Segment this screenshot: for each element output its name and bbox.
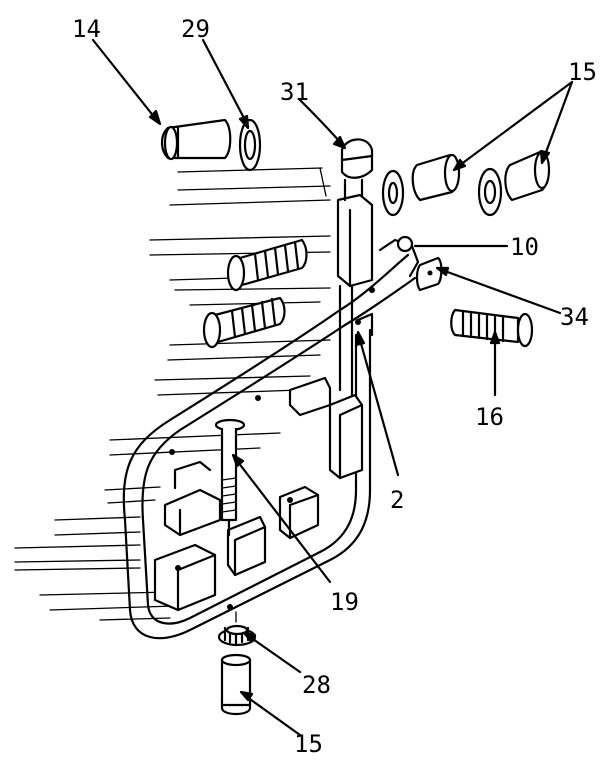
bushing-15-right <box>504 150 551 202</box>
leader-lines <box>91 38 574 737</box>
label-14: 14 <box>72 15 101 43</box>
bushing-14 <box>160 118 232 161</box>
label-2: 2 <box>390 486 404 514</box>
bolt-upper-left <box>226 238 308 292</box>
label-19: 19 <box>330 588 359 616</box>
bushing-15-left <box>411 153 461 202</box>
label-10: 10 <box>510 233 539 261</box>
ball-10 <box>396 235 414 253</box>
bolt-lower-left <box>202 296 286 349</box>
cap-31 <box>340 138 374 179</box>
washer-upper <box>381 169 405 217</box>
bolt-19 <box>214 418 246 537</box>
support-blocks <box>153 376 364 612</box>
background-slats <box>14 167 331 621</box>
frame-tube <box>122 238 420 640</box>
label-28: 28 <box>302 671 331 699</box>
vertical-post <box>336 178 374 407</box>
label-16: 16 <box>475 403 504 431</box>
washer-29 <box>238 118 262 172</box>
bolt-16 <box>450 308 534 348</box>
label-34: 34 <box>560 303 589 331</box>
label-29: 29 <box>181 15 210 43</box>
label-31: 31 <box>280 78 309 106</box>
bushing-15-lower <box>220 653 252 716</box>
washer-34 <box>415 256 443 292</box>
label-15-lower: 15 <box>294 730 323 758</box>
label-15-upper: 15 <box>568 58 597 86</box>
washer-upper-2 <box>477 167 503 217</box>
